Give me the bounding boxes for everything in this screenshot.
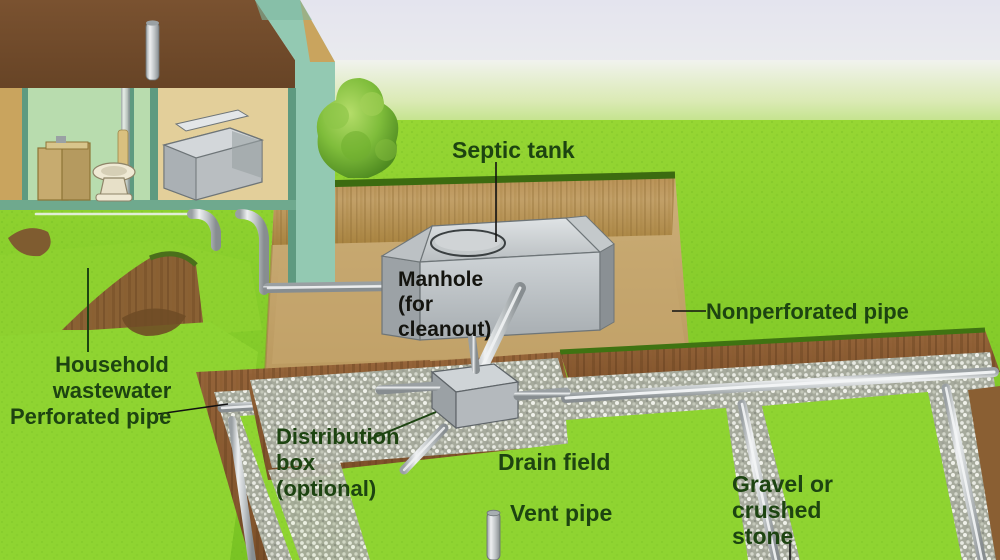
appliance-icon [161,109,265,201]
label-drain-field: Drain field [498,449,610,475]
dbox-pipe-up [468,334,480,374]
label-gravel-line3: stone [732,523,793,549]
label-manhole-line3: cleanout) [398,318,491,341]
label-distribution-line1: Distribution [276,424,399,449]
house-cutaway [0,0,335,290]
label-household-line1: Household [55,352,169,377]
vent-stack-icon [145,20,160,81]
house-drain-plumbing [31,205,399,295]
diagram-labels: Septic tank Manhole (for cleanout) Nonpe… [10,137,909,549]
shrub-icon [316,78,399,178]
label-vent-pipe: Vent pipe [510,500,612,526]
leader-perforated [157,403,229,415]
label-septic-tank: Septic tank [452,137,575,163]
dbox-pipe-right [513,387,571,401]
label-manhole-line1: Manhole [398,268,483,291]
drain-field [560,352,1000,560]
label-nonperforated-pipe: Nonperforated pipe [706,299,909,324]
label-gravel-line2: crushed [732,497,821,523]
label-manhole-line2: (for [398,293,433,316]
foreground-left-ground [0,228,262,560]
distribution-box [375,334,571,475]
toilet-icon [92,162,136,202]
label-perforated-pipe: Perforated pipe [10,404,171,429]
label-gravel-line1: Gravel or [732,471,833,497]
dbox-pipe-left [375,381,441,395]
label-household-line2: wastewater [52,378,172,403]
label-distribution-line2: box [276,450,316,475]
perforated-pipes-right [561,367,999,560]
label-distribution-line3: (optional) [276,476,376,501]
leader-distribution [367,411,437,441]
vanity-cabinet-icon [37,136,91,201]
leader-lines [87,162,791,560]
vent-pipe-stub [486,509,501,560]
